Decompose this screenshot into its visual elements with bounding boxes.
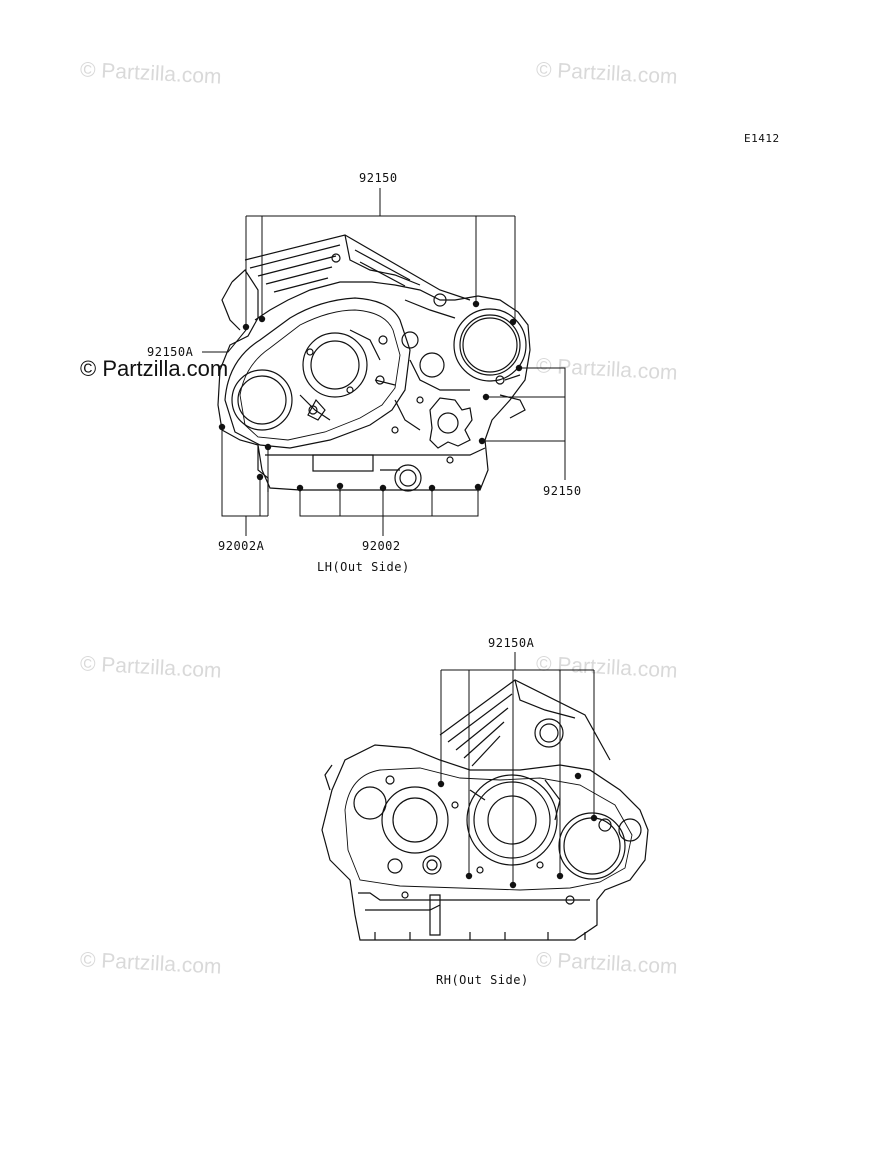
lh-caption: LH(Out Side) — [317, 560, 410, 574]
lh-label-92002a: 92002A — [218, 539, 265, 553]
lh-label-92150-top: 92150 — [359, 171, 398, 185]
rh-caption: RH(Out Side) — [436, 973, 529, 987]
lh-label-92150-right: 92150 — [543, 484, 582, 498]
lh-label-92002: 92002 — [362, 539, 401, 553]
lh-label-92150a: 92150A — [147, 345, 194, 359]
rh-label-92150a: 92150A — [488, 636, 535, 650]
diagram-code: E1412 — [744, 132, 780, 145]
watermark-strong: © Partzilla.com — [80, 356, 229, 381]
